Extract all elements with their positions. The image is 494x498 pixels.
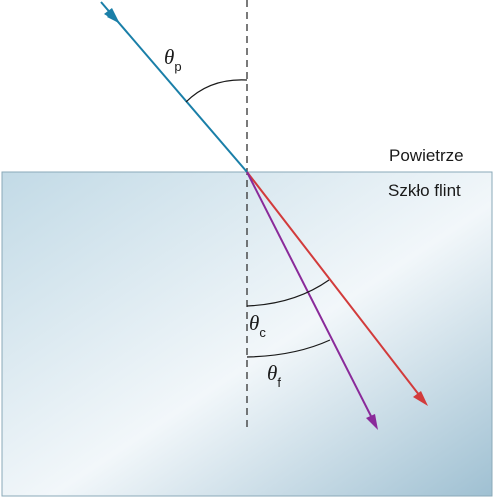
theta-f-subscript: f [277,375,281,390]
violet-refracted-ray [246,171,376,425]
incident-angle-arc [185,79,248,103]
incident-ray [100,1,248,173]
red-refracted-ray [246,171,424,401]
theta-c-subscript: c [259,325,266,340]
violet-angle-arc [246,339,331,358]
incident-arrow-shape [104,8,120,24]
red-ray-arrowhead [413,391,428,406]
glass-label: Szkło flint [388,181,461,200]
red-angle-arc [246,279,330,307]
theta-c-symbol: θ [249,311,259,335]
theta-p-symbol: θ [164,45,174,69]
theta-c-label: θc [249,311,266,340]
air-label: Powietrze [389,146,464,165]
violet-ray-arrowhead [366,414,378,430]
theta-p-label: θp [164,45,182,74]
flint-glass-block [1,171,493,497]
theta-p-subscript: p [174,59,181,74]
theta-f-symbol: θ [267,361,277,385]
theta-f-label: θf [267,361,281,390]
